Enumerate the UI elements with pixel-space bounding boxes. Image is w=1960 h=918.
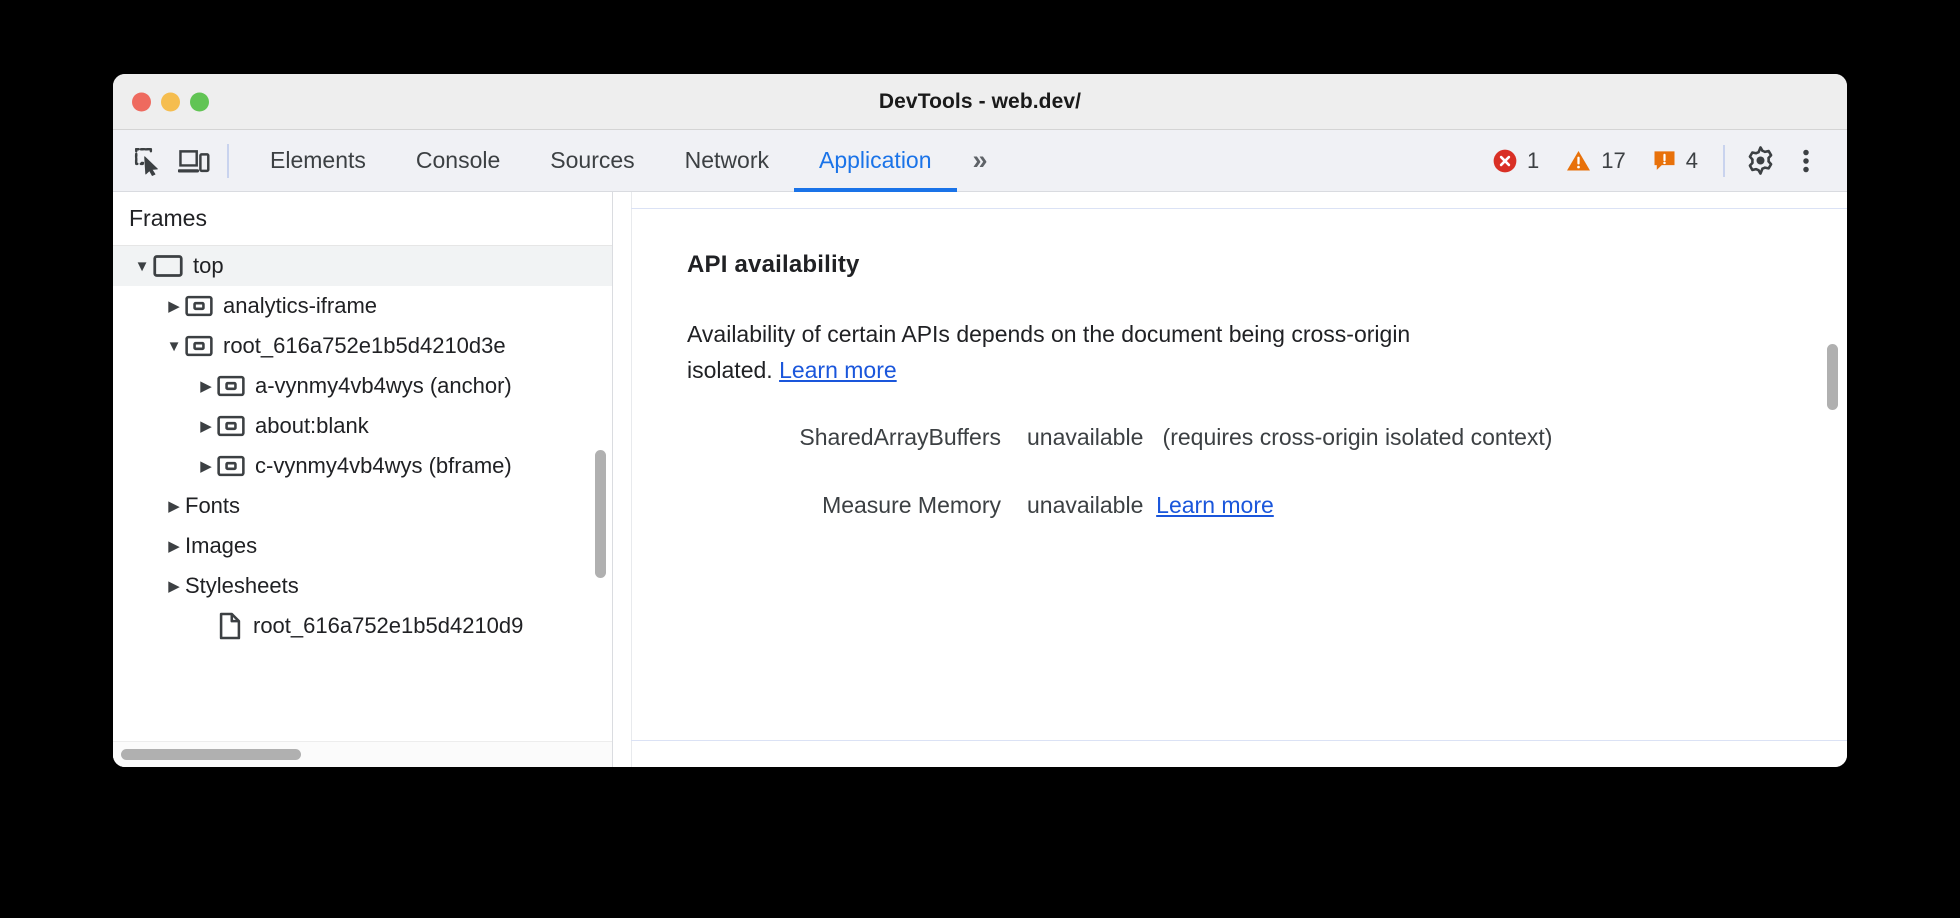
- tree-item-label: analytics-iframe: [223, 293, 378, 318]
- inspect-element-icon[interactable]: [125, 138, 171, 184]
- devtools-content: Frames ▼ top ▶ analytics-iframe ▼ root_616a75…: [113, 192, 1847, 767]
- frames-tree: ▼ top ▶ analytics-iframe ▼ root_616a752e1b5d4…: [113, 246, 612, 646]
- warning-count: 17: [1601, 147, 1626, 173]
- api-availability-section: API availability Availability of certain…: [632, 209, 1847, 740]
- tree-item-label: top: [193, 253, 224, 278]
- tree-item[interactable]: ▶ Fonts: [113, 486, 612, 526]
- toolbar-divider-2: [1723, 144, 1725, 177]
- frame-icon: [217, 414, 245, 438]
- maximize-window-button[interactable]: [190, 92, 209, 111]
- row-status: unavailable: [1027, 424, 1144, 451]
- panel-tabs: Elements Console Sources Network Applica…: [245, 130, 957, 192]
- tab-sources[interactable]: Sources: [550, 147, 635, 173]
- issue-count: 4: [1685, 147, 1698, 173]
- sidebar-vertical-scrollbar[interactable]: [595, 450, 606, 578]
- frame-icon: [217, 374, 245, 398]
- tree-item[interactable]: ▶ about:blank: [113, 406, 612, 446]
- row-measure-memory: Measure Memory unavailable Learn more: [687, 488, 1847, 524]
- tree-item[interactable]: root_616a752e1b5d4210d9: [113, 606, 612, 646]
- tree-item-label: Images: [185, 533, 258, 558]
- row-learn-more-link[interactable]: Learn more: [1156, 491, 1274, 518]
- warning-counter[interactable]: 17: [1552, 148, 1638, 174]
- frames-sidebar: Frames ▼ top ▶ analytics-iframe ▼ root_616a75…: [113, 192, 613, 767]
- kebab-menu-icon[interactable]: [1783, 138, 1829, 184]
- gear-icon[interactable]: [1737, 138, 1783, 184]
- expand-arrow-icon[interactable]: ▶: [168, 538, 180, 555]
- devtools-window: DevTools - web.dev/: [113, 74, 1847, 767]
- tree-item-label: root_616a752e1b5d4210d3e: [223, 333, 506, 358]
- row-value: unavailable (requires cross-origin isola…: [1027, 420, 1552, 456]
- expand-arrow-icon[interactable]: ▶: [200, 458, 212, 475]
- minimize-window-button[interactable]: [161, 92, 180, 111]
- tab-network[interactable]: Network: [684, 147, 769, 173]
- tree-item[interactable]: ▼ top: [113, 246, 612, 286]
- tree-item-label: Stylesheets: [185, 573, 299, 598]
- collapse-arrow-icon[interactable]: ▼: [166, 337, 182, 355]
- row-label: SharedArrayBuffers: [799, 424, 1001, 451]
- sidebar-horizontal-scrollbar[interactable]: [121, 749, 301, 760]
- description-text: Availability of certain APIs depends on …: [687, 321, 1411, 383]
- tab-console[interactable]: Console: [415, 147, 501, 173]
- row-note: (requires cross-origin isolated context): [1162, 424, 1553, 451]
- traffic-lights: [132, 92, 209, 111]
- panel-bottom-divider: [631, 740, 1847, 741]
- issues-counter[interactable]: 4: [1639, 148, 1711, 174]
- tree-item[interactable]: ▶ a-vynmy4vb4wys (anchor): [113, 366, 612, 406]
- row-shared-array-buffers: SharedArrayBuffers unavailable (requires…: [687, 420, 1847, 456]
- document-icon: [217, 612, 243, 640]
- close-window-button[interactable]: [132, 92, 151, 111]
- tree-item-label: Fonts: [185, 493, 241, 518]
- frame-icon: [217, 454, 245, 478]
- error-counter[interactable]: 1: [1479, 148, 1552, 174]
- expand-arrow-icon[interactable]: ▶: [168, 498, 180, 515]
- section-description: Availability of certain APIs depends on …: [687, 317, 1477, 388]
- tree-item[interactable]: ▶ Images: [113, 526, 612, 566]
- device-toolbar-icon[interactable]: [171, 138, 217, 184]
- tab-elements[interactable]: Elements: [270, 147, 366, 173]
- tab-application[interactable]: Application: [794, 130, 957, 192]
- more-tabs-chevron-icon[interactable]: »: [972, 145, 988, 175]
- panel-left-divider: [631, 192, 632, 767]
- error-count: 1: [1527, 147, 1540, 173]
- tree-item-label: a-vynmy4vb4wys (anchor): [255, 373, 512, 398]
- tree-item-label: c-vynmy4vb4wys (bframe): [255, 453, 512, 478]
- toolbar-divider: [227, 143, 229, 178]
- expand-arrow-icon[interactable]: ▶: [168, 298, 180, 315]
- panel-top-divider: [631, 208, 1847, 209]
- tree-item-label: root_616a752e1b5d4210d9: [253, 613, 524, 638]
- tree-item[interactable]: ▼ root_616a752e1b5d4210d3e: [113, 326, 612, 366]
- window-titlebar: DevTools - web.dev/: [113, 74, 1847, 130]
- expand-arrow-icon[interactable]: ▶: [200, 418, 212, 435]
- frame-icon: [185, 294, 213, 318]
- expand-arrow-icon[interactable]: ▶: [200, 378, 212, 395]
- collapse-arrow-icon[interactable]: ▼: [134, 257, 150, 275]
- warning-icon: [1567, 150, 1591, 171]
- issue-icon: [1654, 151, 1675, 170]
- frames-header: Frames: [113, 192, 612, 246]
- section-title: API availability: [687, 251, 860, 278]
- main-vertical-scrollbar[interactable]: [1827, 344, 1838, 410]
- toolbar-status-group: 1 17 4: [1479, 138, 1829, 184]
- row-label: Measure Memory: [822, 491, 1001, 518]
- frame-icon: [185, 334, 213, 358]
- tree-item-label: about:blank: [255, 413, 369, 438]
- tree-item[interactable]: ▶ c-vynmy4vb4wys (bframe): [113, 446, 612, 486]
- application-main-panel: API availability Availability of certain…: [613, 192, 1847, 767]
- row-status: unavailable: [1027, 491, 1144, 518]
- row-value: unavailable Learn more: [1027, 488, 1274, 524]
- frame-top-icon: [153, 254, 183, 278]
- devtools-toolbar: Elements Console Sources Network Applica…: [113, 130, 1847, 192]
- error-icon: [1493, 149, 1517, 172]
- window-title: DevTools - web.dev/: [878, 89, 1082, 113]
- tree-item[interactable]: ▶ Stylesheets: [113, 566, 612, 606]
- description-learn-more-link[interactable]: Learn more: [779, 356, 897, 383]
- tree-item[interactable]: ▶ analytics-iframe: [113, 286, 612, 326]
- expand-arrow-icon[interactable]: ▶: [168, 578, 180, 595]
